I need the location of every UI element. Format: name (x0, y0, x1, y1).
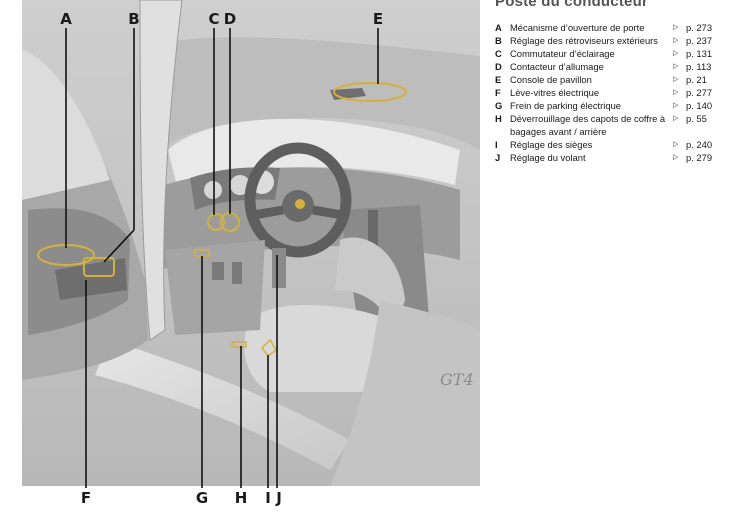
page-ref-arrow-icon: ▷ (673, 154, 679, 161)
leader-line-b-tail (103, 229, 135, 263)
legend-letter: H (495, 113, 502, 124)
pedal (212, 262, 224, 280)
light-switch-highlight (207, 213, 225, 231)
legend-description: Réglage des rétroviseurs extérieurs (510, 35, 658, 46)
legend-letter: F (495, 87, 501, 98)
legend-letter: B (495, 35, 502, 46)
legend-description: Réglage du volant (510, 152, 586, 163)
page-ref-link[interactable]: p. 140 (686, 100, 713, 111)
legend-letter: A (495, 22, 502, 33)
body-side (330, 300, 480, 486)
legend-description: Frein de parking électrique (510, 100, 621, 111)
bonnet-release-highlight (231, 341, 247, 348)
page-ref-arrow-icon: ▷ (673, 37, 679, 44)
page-ref-arrow-icon: ▷ (673, 102, 679, 109)
callout-b: B (128, 10, 140, 28)
callout-g: G (195, 489, 209, 507)
door-frame-pillar (139, 0, 183, 341)
panel-title: Poste du conducteur (495, 0, 648, 10)
legend-letter: G (495, 100, 503, 111)
steering-spoke-right (312, 205, 343, 220)
page-ref-arrow-icon: ▷ (673, 50, 679, 57)
callout-d: D (223, 10, 237, 28)
steering-column (272, 248, 286, 288)
page-ref-arrow-icon: ▷ (673, 76, 679, 83)
legend-letter: J (495, 152, 501, 163)
legend-letter: I (495, 139, 498, 150)
page-ref-link[interactable]: p. 55 (686, 113, 707, 124)
door-sill (95, 340, 350, 470)
page-ref-link[interactable]: p. 237 (686, 35, 713, 46)
leader-lines (65, 28, 379, 488)
callout-c: C (208, 10, 220, 28)
gauge-right (204, 181, 222, 199)
gear-lever (368, 210, 378, 250)
pedal (232, 262, 242, 284)
page-ref-link[interactable]: p. 113 (686, 61, 712, 72)
page-ref-link[interactable]: p. 21 (686, 74, 707, 85)
gt4-badge: GT4 (440, 370, 474, 389)
page-ref-link[interactable]: p. 240 (686, 139, 713, 150)
legend-description: Lève-vitres électrique (510, 87, 600, 98)
window-switch-highlight (83, 257, 115, 277)
car-interior-illustration: GT4 (22, 0, 480, 488)
callout-j: J (276, 489, 282, 507)
armrest (55, 258, 127, 300)
page-ref-arrow-icon: ▷ (673, 89, 679, 96)
callout-h: H (234, 489, 248, 507)
legend-letter: C (495, 48, 502, 59)
driver-seat (244, 305, 401, 392)
page-ref-link[interactable]: p. 273 (686, 22, 713, 33)
seat-adjust-highlight (261, 338, 277, 358)
callout-f: F (80, 489, 92, 507)
legend-description: Console de pavillon (510, 74, 592, 85)
gauge-left (230, 175, 250, 195)
legend-description: Contacteur d’allumage (510, 61, 604, 72)
page-ref-link[interactable]: p. 277 (686, 87, 713, 98)
callout-a: A (60, 10, 72, 28)
page-ref-arrow-icon: ▷ (673, 115, 679, 122)
footwell (165, 240, 265, 335)
page-ref-link[interactable]: p. 131 (686, 48, 713, 59)
steering-spoke-left (253, 205, 284, 220)
legend-letter: D (495, 61, 502, 72)
legend-letter: E (495, 74, 502, 85)
callout-i: I (265, 489, 271, 507)
roof-console-highlight (333, 82, 407, 102)
headliner (150, 37, 480, 151)
brand-emblem (295, 199, 305, 209)
legend-description: Commutateur d’éclairage (510, 48, 615, 59)
legend-description: Réglage des sièges (510, 139, 593, 150)
steering-wheel (244, 142, 352, 258)
legend-description: Mécanisme d’ouverture de porte (510, 22, 645, 33)
page-ref-link[interactable]: p. 279 (686, 152, 713, 163)
page-ref-arrow-icon: ▷ (673, 24, 679, 31)
page-ref-arrow-icon: ▷ (673, 63, 679, 70)
callout-e: E (372, 10, 384, 28)
legend-description: Déverrouillage des capots de coffre à ba… (510, 113, 666, 137)
page-ref-arrow-icon: ▷ (673, 141, 679, 148)
